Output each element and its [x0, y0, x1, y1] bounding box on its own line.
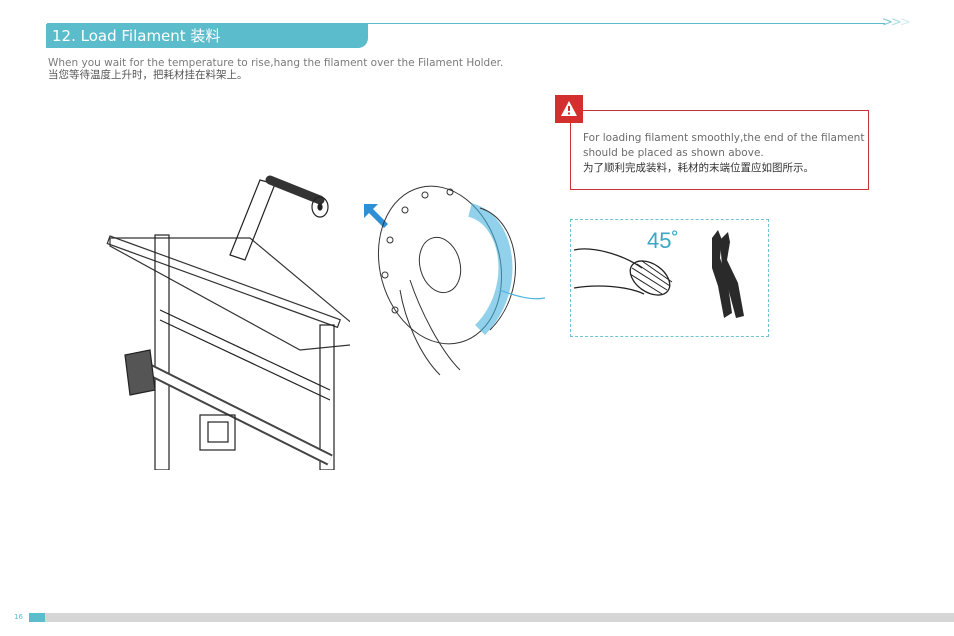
warning-en: For loading filament smoothly,the end of… — [583, 132, 865, 159]
warning-box — [570, 110, 869, 190]
angle-label: 45˚ — [647, 228, 679, 253]
footer-accent — [29, 613, 45, 622]
section-title: 12. Load Filament 装料 — [46, 24, 368, 48]
filament-spool-illustration — [377, 185, 545, 376]
chevron-right-icon: >>> — [882, 15, 911, 30]
direction-arrow-icon — [364, 204, 388, 228]
cut-detail-box — [570, 219, 769, 337]
footer-bar — [0, 613, 954, 622]
warning-badge — [555, 95, 583, 123]
instruction-text: When you wait for the temperature to ris… — [48, 57, 503, 81]
instruction-en: When you wait for the temperature to ris… — [48, 57, 504, 69]
instruction-cn: 当您等待温度上升时，把耗材挂在料架上。 — [48, 69, 248, 81]
warning-text: For loading filament smoothly,the end of… — [583, 131, 868, 176]
warning-cn: 为了顺利完成装料，耗材的末端位置应如图所示。 — [583, 162, 814, 174]
warning-triangle-icon — [561, 101, 577, 116]
page-number: 16 — [0, 613, 29, 622]
header-rule — [47, 23, 885, 24]
printer-illustration — [106, 175, 350, 470]
filament-cut-illustration — [573, 230, 744, 318]
